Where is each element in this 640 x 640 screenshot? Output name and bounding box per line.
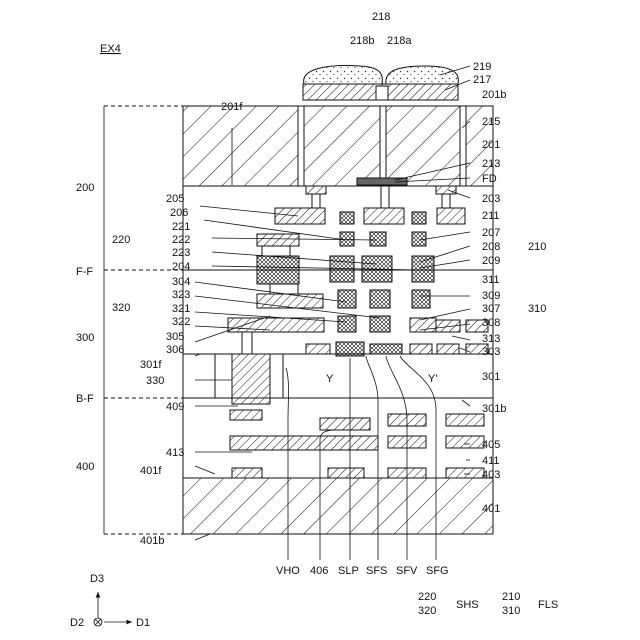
axis-d1-label: D1 <box>136 617 150 629</box>
label-323: 323 <box>172 289 190 301</box>
legend-fls-label: FLS <box>538 599 558 611</box>
legend-shs-a: 220 <box>418 591 436 603</box>
label-305: 305 <box>166 331 184 343</box>
label-309: 309 <box>482 290 500 302</box>
label-411: 411 <box>482 455 500 467</box>
axis-d3-label: D3 <box>90 573 104 585</box>
label-330: 330 <box>146 375 164 387</box>
label-311: 311 <box>482 274 500 286</box>
label-f-f: F-F <box>76 266 93 278</box>
label-fd: FD <box>482 173 497 185</box>
label-403: 403 <box>482 469 500 481</box>
label-222: 222 <box>172 234 190 246</box>
label-401f: 401f <box>140 465 162 477</box>
label-218: 218 <box>372 11 390 23</box>
label-211: 211 <box>482 210 500 222</box>
label-213: 213 <box>482 158 500 170</box>
legend-fls-b: 310 <box>502 605 520 617</box>
label-slp: SLP <box>338 565 359 577</box>
label-405: 405 <box>482 439 500 451</box>
label-205: 205 <box>166 193 184 205</box>
direction-axes: D3 D2 D1 <box>70 573 150 629</box>
label-201b: 201b <box>482 89 506 101</box>
label-301: 301 <box>482 371 500 383</box>
label-sfs: SFS <box>366 565 387 577</box>
figure-id-label: EX4 <box>100 43 121 55</box>
label-218b: 218b <box>350 35 374 47</box>
label-201: 201 <box>482 139 500 151</box>
label-206: 206 <box>170 207 188 219</box>
label-223: 223 <box>172 247 190 259</box>
label-204: 204 <box>172 261 190 273</box>
label-221: 221 <box>172 221 190 233</box>
label-203: 203 <box>482 193 500 205</box>
label-400: 400 <box>76 461 94 473</box>
legend: 220 320 SHS 210 310 FLS <box>418 591 558 617</box>
label-409: 409 <box>166 401 184 413</box>
label-200: 200 <box>76 182 94 194</box>
label-y-prime: Y' <box>428 373 437 385</box>
label-401: 401 <box>482 503 500 515</box>
label-218a: 218a <box>387 35 412 47</box>
label-210: 210 <box>528 241 546 253</box>
legend-fls-a: 210 <box>502 591 520 603</box>
axis-d2-label: D2 <box>70 617 84 629</box>
label-321: 321 <box>172 303 190 315</box>
label-304: 304 <box>172 276 190 288</box>
label-217: 217 <box>473 74 491 86</box>
label-y: Y <box>326 373 334 385</box>
label-306: 306 <box>166 344 184 356</box>
label-220: 220 <box>112 234 130 246</box>
label-413: 413 <box>166 447 184 459</box>
label-b-f: B-F <box>76 393 94 405</box>
legend-shs-b: 320 <box>418 605 436 617</box>
label-401b: 401b <box>140 535 164 547</box>
label-303: 303 <box>482 346 500 358</box>
label-sfg: SFG <box>426 565 449 577</box>
label-215: 215 <box>482 116 500 128</box>
label-301f: 301f <box>140 359 162 371</box>
label-209: 209 <box>482 255 500 267</box>
label-sfv: SFV <box>396 565 418 577</box>
label-308: 308 <box>482 317 500 329</box>
label-307: 307 <box>482 303 500 315</box>
label-320: 320 <box>112 302 130 314</box>
label-301b: 301b <box>482 403 506 415</box>
label-322: 322 <box>172 316 190 328</box>
label-300: 300 <box>76 332 94 344</box>
legend-shs-label: SHS <box>456 599 479 611</box>
label-208: 208 <box>482 241 500 253</box>
label-207: 207 <box>482 227 500 239</box>
label-219: 219 <box>473 61 491 73</box>
label-406: 406 <box>310 565 328 577</box>
label-310: 310 <box>528 303 546 315</box>
label-vho: VHO <box>276 565 300 577</box>
label-313: 313 <box>482 333 500 345</box>
label-201f: 201f <box>221 101 243 113</box>
